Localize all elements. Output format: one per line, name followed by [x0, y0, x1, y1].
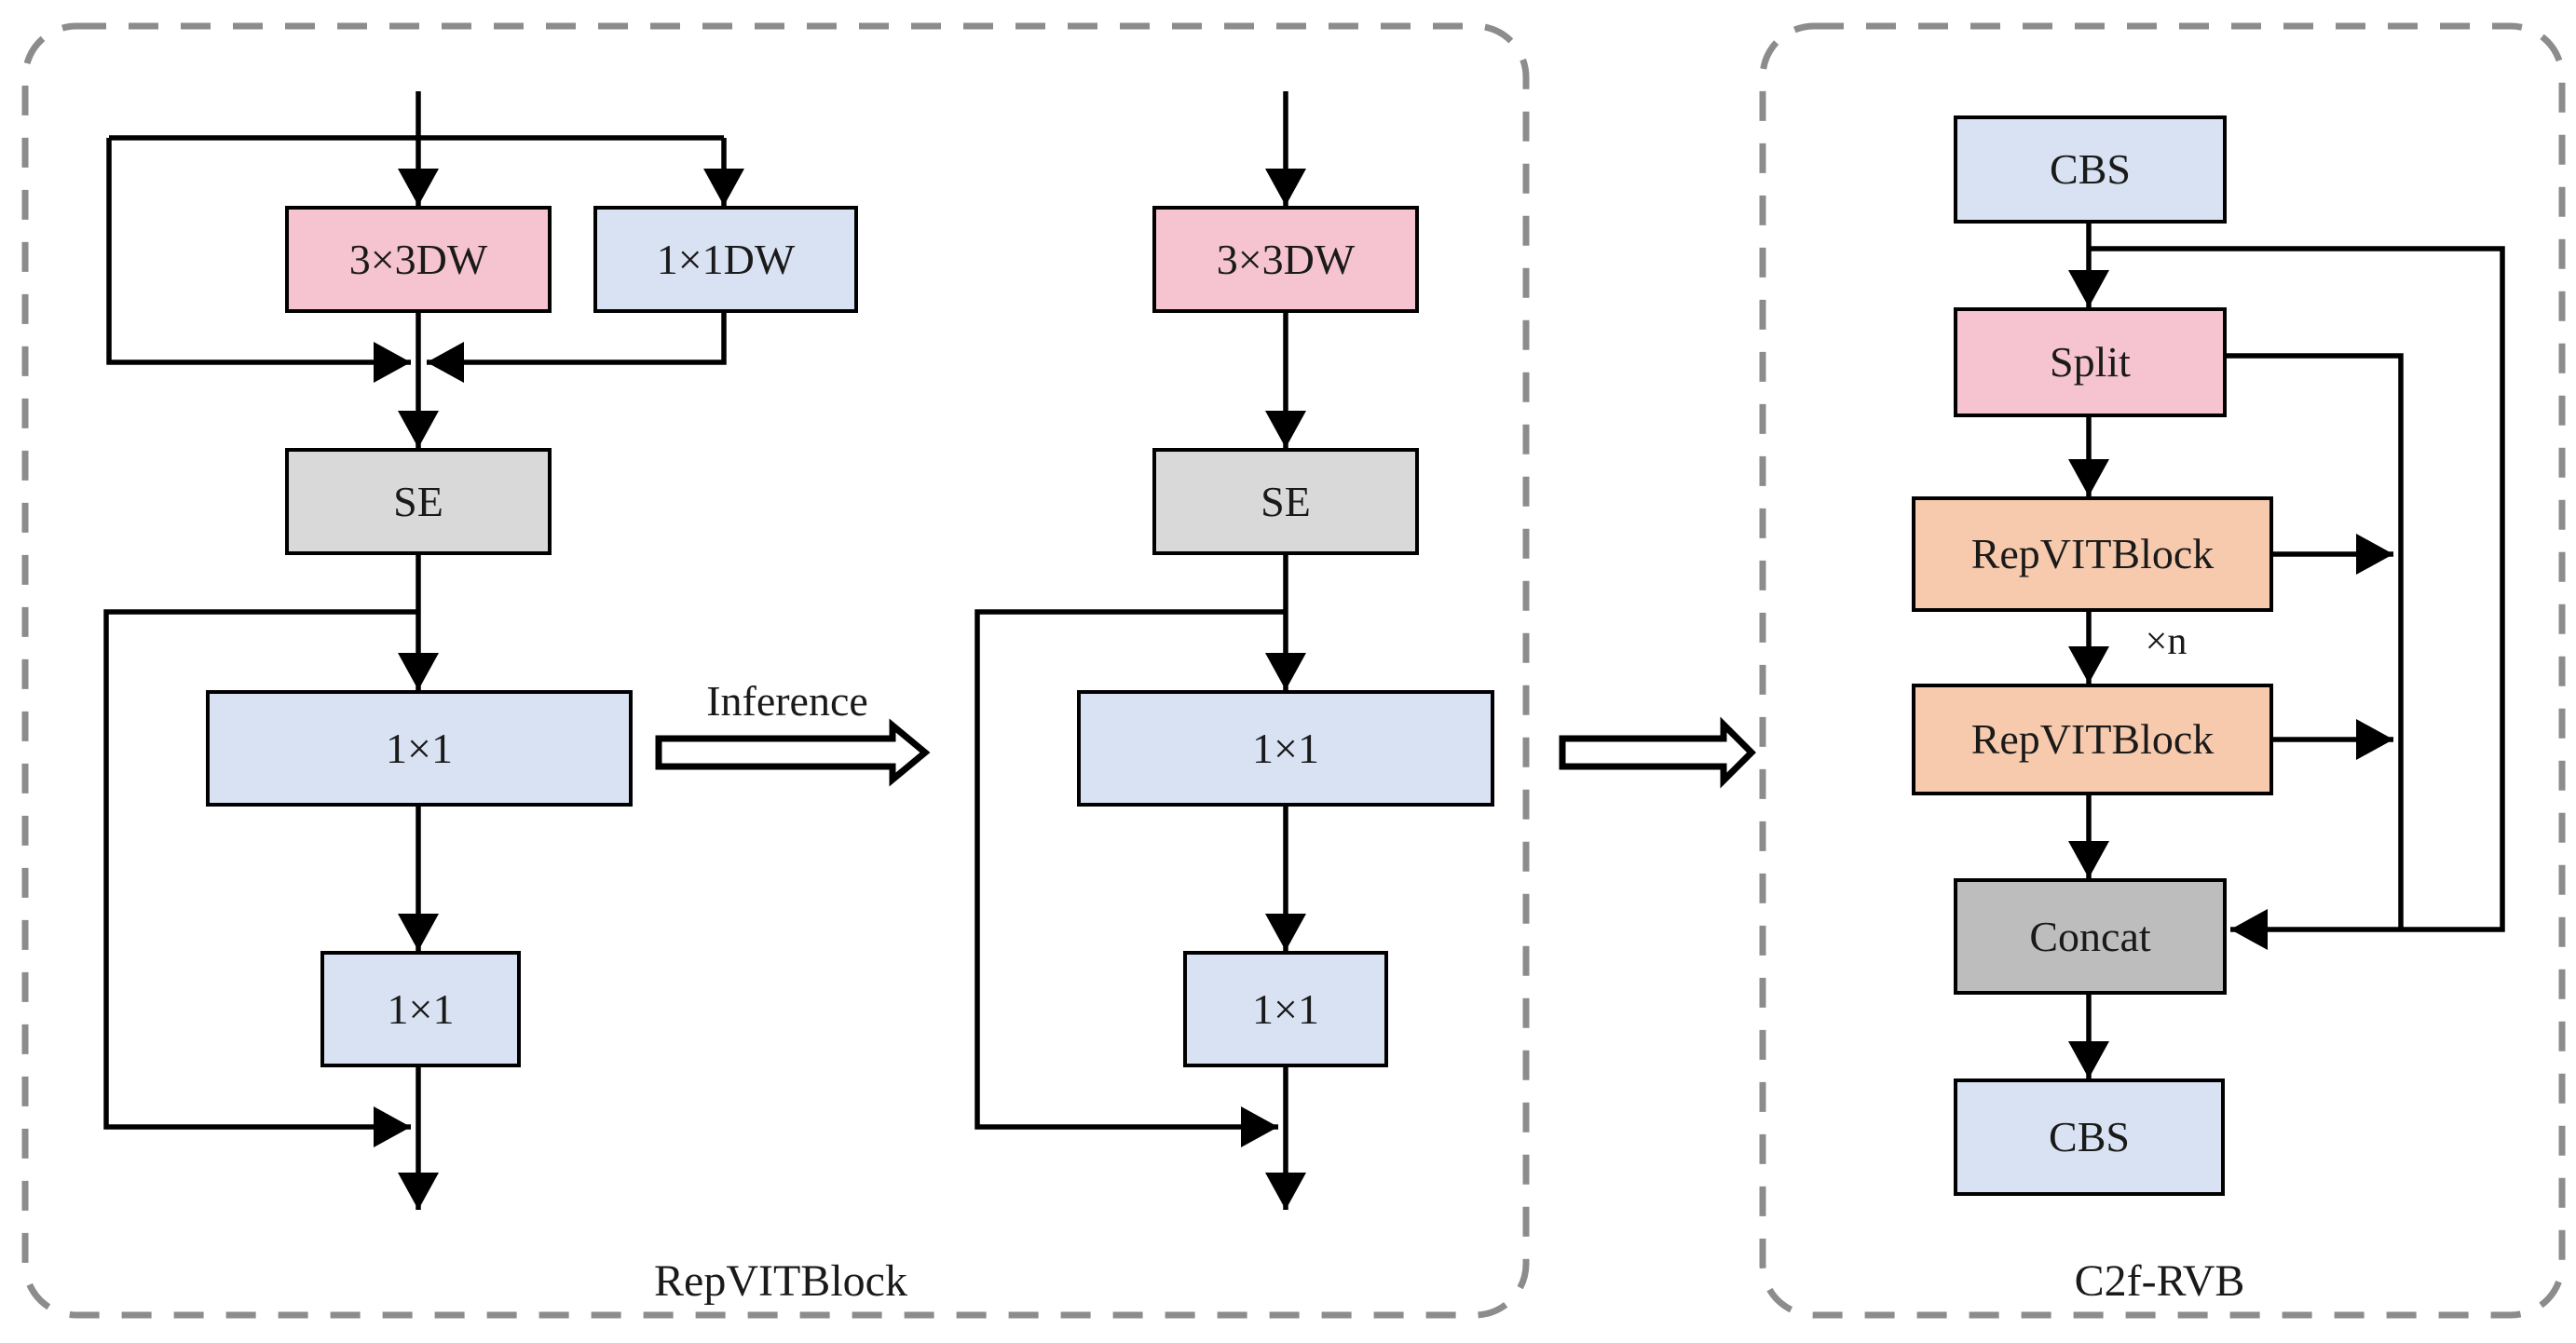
inference-label: Inference [706, 677, 868, 725]
wire-residual-skip [975, 609, 1286, 1147]
node-infer-3x3dw: 3×3DW [1152, 206, 1419, 313]
wire-outer-bypass-to-concat [2089, 246, 2505, 950]
node-split: Split [1954, 307, 2227, 417]
node-train-1x1dw: 1×1DW [593, 206, 858, 313]
repeat-times-label: ×n [2145, 620, 2188, 663]
wire-identity-skip [106, 138, 411, 383]
left-panel-border [21, 22, 1530, 1319]
left-panel-title: RepVITBlock [654, 1256, 907, 1306]
node-cbs-top: CBS [1954, 115, 2227, 224]
node-repvitblock-2: RepVITBlock [1912, 684, 2273, 795]
wire-split-bypass-rail [2227, 353, 2404, 929]
node-concat: Concat [1954, 878, 2227, 995]
wire-residual-skip [103, 609, 418, 1147]
node-infer-1x1-wide: 1×1 [1077, 690, 1494, 807]
right-panel-title: C2f-RVB [2074, 1256, 2245, 1306]
node-train-3x3dw: 3×3DW [285, 206, 552, 313]
right-panel-border [1759, 22, 2566, 1319]
inference-arrow-icon [655, 718, 931, 787]
node-train-se: SE [285, 448, 552, 555]
node-infer-se: SE [1152, 448, 1419, 555]
node-train-1x1-wide: 1×1 [206, 690, 633, 807]
panel-transition-arrow-icon [1559, 716, 1756, 789]
wires-inference-branch [975, 91, 1306, 1210]
wires-c2f-rvb [2068, 224, 2505, 1078]
node-cbs-bottom: CBS [1954, 1078, 2225, 1196]
node-train-1x1-small: 1×1 [320, 951, 521, 1067]
node-infer-1x1-small: 1×1 [1183, 951, 1388, 1067]
wire-1x1dw-merge [427, 313, 727, 383]
node-repvitblock-1: RepVITBlock [1912, 496, 2273, 612]
wires-train-branch [103, 91, 744, 1210]
